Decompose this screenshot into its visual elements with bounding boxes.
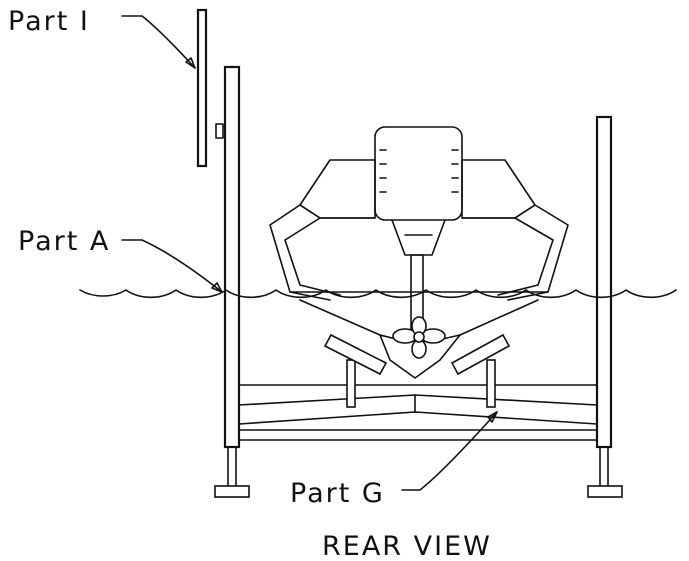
boat-hull <box>269 159 569 379</box>
view-title: REAR VIEW <box>322 531 492 561</box>
left-foot <box>214 485 250 498</box>
left-bunk-post <box>346 359 356 408</box>
left-post <box>223 65 241 449</box>
right-foot <box>587 485 623 498</box>
right-bunk-pad <box>450 333 511 376</box>
water-waves <box>79 289 677 299</box>
right-bunk-post <box>486 359 496 408</box>
leader-part-i <box>121 15 196 69</box>
leader-part-g <box>401 411 498 491</box>
left-bunk-pad <box>323 333 388 376</box>
left-leg <box>227 446 237 488</box>
label-part-i: Part I <box>8 6 90 37</box>
part-i-bracket <box>215 123 224 139</box>
leader-part-a <box>121 239 223 293</box>
right-leg <box>599 446 609 488</box>
part-i-panel <box>196 8 208 168</box>
propeller-icon <box>392 316 446 359</box>
label-part-a: Part A <box>18 226 110 257</box>
part-g-beam <box>238 384 598 425</box>
right-post <box>595 115 613 449</box>
outboard-motor <box>374 126 463 336</box>
label-part-g: Part G <box>290 478 385 509</box>
